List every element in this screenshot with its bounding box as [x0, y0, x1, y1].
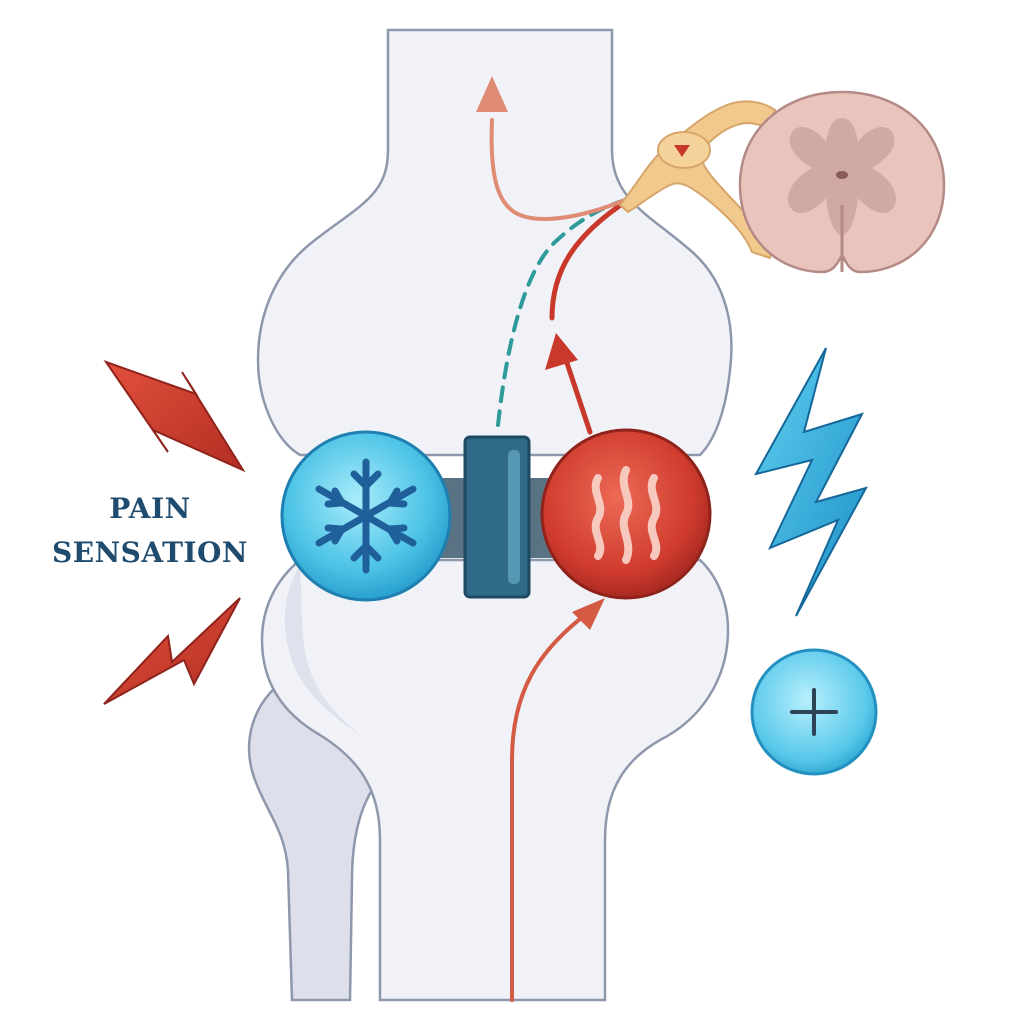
lower-bone-shadow [284, 565, 360, 735]
heat-waves-icon [591, 466, 661, 564]
gate-control-block [463, 435, 531, 599]
positive-charge [750, 648, 878, 776]
lower-bone [260, 558, 730, 1002]
spinal-cord-cross-section [738, 90, 946, 274]
plus-icon [790, 688, 838, 736]
output-to-brain-arrowhead [476, 76, 508, 112]
ganglion-marker [674, 145, 690, 157]
lightning-bolt-icon [754, 347, 869, 617]
ascending-signal-lower [510, 613, 587, 1002]
lightning-bolt-icon [103, 360, 246, 473]
output-to-brain-path [489, 118, 632, 221]
heat-stimulus [540, 428, 712, 600]
signal-to-spinal-nerve [549, 197, 631, 321]
lightning-bolt-icon [103, 597, 241, 705]
fibula-bone [247, 678, 374, 1002]
upper-bone [256, 28, 733, 457]
ascending-arrowhead-lower [572, 598, 605, 630]
ascending-signal-upper [563, 357, 593, 435]
pain-sensation-label-line1: PAIN [109, 492, 190, 525]
pain-sensation-label-line2: SENSATION [52, 536, 248, 569]
ascending-arrowhead-upper [545, 333, 578, 370]
cold-stimulus [280, 430, 452, 602]
snowflake-icon [315, 458, 417, 574]
